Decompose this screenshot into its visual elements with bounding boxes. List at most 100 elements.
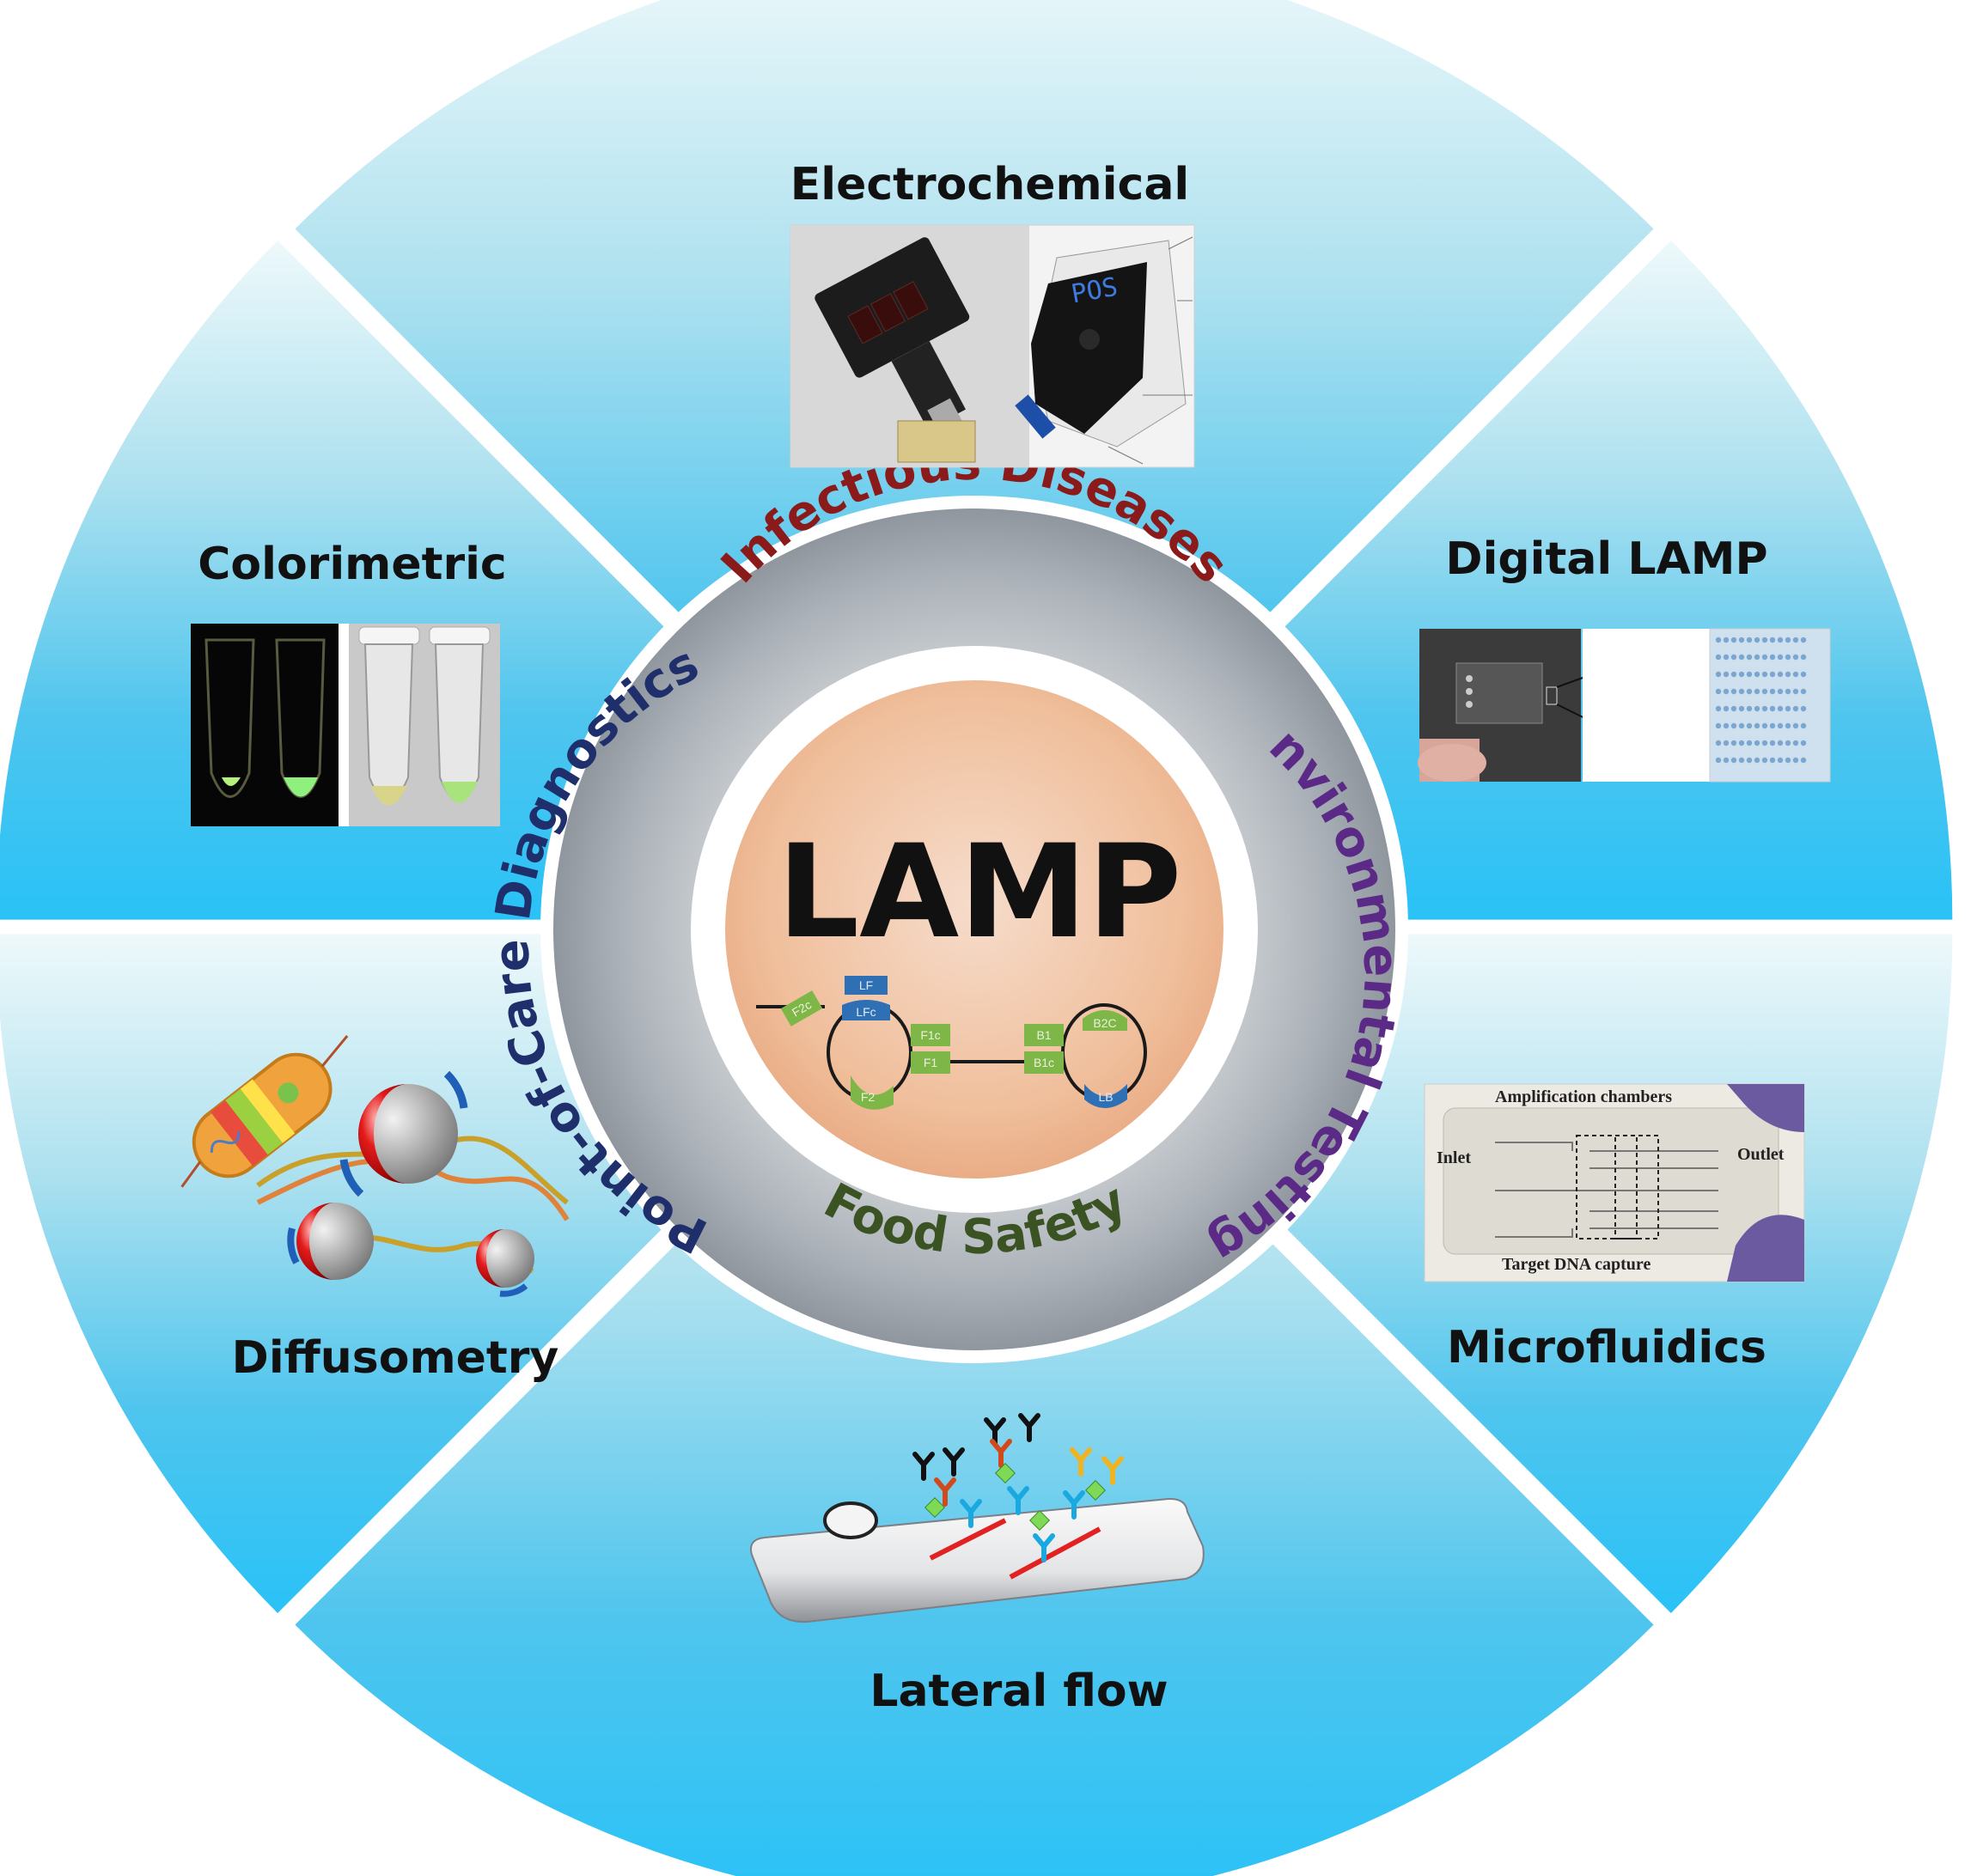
chamber-dot <box>1754 671 1760 678</box>
antibody-icon <box>1101 1456 1124 1485</box>
segment-title-colorimetric: Colorimetric <box>198 539 507 590</box>
chamber-dot <box>1723 722 1730 729</box>
chamber-dot <box>1800 757 1807 764</box>
chamber-dot <box>1785 636 1791 643</box>
antigen-icon <box>924 1496 946 1519</box>
primer-lf: LF <box>845 976 888 995</box>
chamber-dot <box>1792 688 1799 695</box>
chamber-dot <box>1785 740 1791 746</box>
tube-icon <box>429 626 491 803</box>
chamber-dot <box>1738 654 1745 661</box>
chamber-dot <box>1738 705 1745 712</box>
chamber-dot <box>1785 688 1791 695</box>
test-line <box>929 1518 1007 1561</box>
electrochemical-image: POS <box>790 224 1195 468</box>
chamber-dot <box>1723 740 1730 746</box>
chamber-dot <box>1723 757 1730 764</box>
chamber-dot <box>1754 722 1760 729</box>
chamber-dot <box>1769 740 1776 746</box>
chamber-dot <box>1792 757 1799 764</box>
center-title: LAMP <box>778 818 1182 967</box>
chamber-dot <box>1800 671 1807 678</box>
chamber-dot <box>1800 722 1807 729</box>
antibody-icon <box>1063 1490 1085 1520</box>
segment-title-electrochemical: Electrochemical <box>790 159 1190 210</box>
chamber-dot <box>1769 705 1776 712</box>
segment-title-digital-lamp: Digital LAMP <box>1445 533 1767 585</box>
antigen-icon <box>1084 1479 1107 1501</box>
tube-icon <box>275 638 326 798</box>
primer-b1c: B1c <box>1024 1051 1064 1074</box>
chamber-dot <box>1777 757 1784 764</box>
chamber-dot <box>1777 705 1784 712</box>
svg-text:Inlet: Inlet <box>1437 1148 1471 1167</box>
antibody-icon <box>912 1452 935 1481</box>
chamber-dot <box>1792 722 1799 729</box>
chamber-dot <box>1715 757 1722 764</box>
handheld-reader: POS <box>1015 236 1193 465</box>
chamber-dot <box>1746 757 1753 764</box>
tube-icon <box>204 638 255 798</box>
digital-lamp-image <box>1418 628 1831 783</box>
chamber-dot <box>1769 757 1776 764</box>
chamber-dot <box>1723 688 1730 695</box>
chamber-dot <box>1738 671 1745 678</box>
circuit-board <box>815 237 970 434</box>
chamber-dot <box>1715 705 1722 712</box>
colorimetric-image <box>191 624 500 826</box>
chamber-dot <box>1754 740 1760 746</box>
chamber-dot <box>1792 740 1799 746</box>
chamber-dot <box>1785 654 1791 661</box>
antibody-icon <box>990 1439 1012 1468</box>
chamber-dot <box>1761 740 1768 746</box>
chamber-dot <box>1746 705 1753 712</box>
antigen-icon <box>994 1462 1016 1484</box>
antibody-icon <box>960 1499 982 1528</box>
chamber-dot <box>1777 722 1784 729</box>
nanoparticle-icon <box>339 1070 468 1197</box>
chamber-dot <box>1800 705 1807 712</box>
antibody-icon <box>1018 1413 1040 1442</box>
chamber-dot <box>1761 722 1768 729</box>
chamber-dot <box>1800 688 1807 695</box>
primer-blocks: F2c LF LFc F1c F1 F2 B1 B1c <box>780 976 1127 1110</box>
chamber-dot <box>1730 688 1737 695</box>
segment-lateral-flow <box>295 946 1654 1876</box>
chamber-dot <box>1746 688 1753 695</box>
chamber-dot <box>1777 636 1784 643</box>
primer-lfc: LFc <box>842 1000 890 1020</box>
chamber-dot <box>1715 636 1722 643</box>
primer-lb: LB <box>1084 1084 1127 1108</box>
chamber-dot <box>1800 740 1807 746</box>
chamber-dot <box>1715 688 1722 695</box>
chamber-dot <box>1730 740 1737 746</box>
chamber-dot <box>1738 688 1745 695</box>
chamber-dot <box>1761 688 1768 695</box>
chamber-dot <box>1792 705 1799 712</box>
chamber-dot <box>1761 671 1768 678</box>
svg-text:Outlet: Outlet <box>1737 1145 1785 1164</box>
diffusometry-image <box>180 1034 570 1297</box>
chamber-dot <box>1715 740 1722 746</box>
chamber-dot <box>1738 740 1745 746</box>
svg-text:B2C: B2C <box>1093 1016 1116 1030</box>
chamber-dot <box>1754 688 1760 695</box>
antibody-icon <box>1033 1533 1055 1562</box>
chamber-dot <box>1730 671 1737 678</box>
chamber-dot <box>1730 705 1737 712</box>
antigen-icon <box>1028 1509 1051 1532</box>
chamber-dot <box>1715 722 1722 729</box>
nanoparticle-icon <box>287 1203 374 1280</box>
lateral-flow-image <box>750 1413 1205 1623</box>
primer-b2c: B2C <box>1083 1010 1127 1031</box>
svg-text:F1c: F1c <box>920 1028 940 1042</box>
svg-text:F1: F1 <box>924 1056 938 1069</box>
chamber-dot <box>1723 654 1730 661</box>
svg-text:B1: B1 <box>1036 1028 1051 1042</box>
chamber-dot <box>1792 671 1799 678</box>
chamber-dot <box>1723 636 1730 643</box>
chamber-dot <box>1785 705 1791 712</box>
nanoparticle-icon <box>476 1229 534 1297</box>
antibody-icon <box>1070 1447 1092 1477</box>
